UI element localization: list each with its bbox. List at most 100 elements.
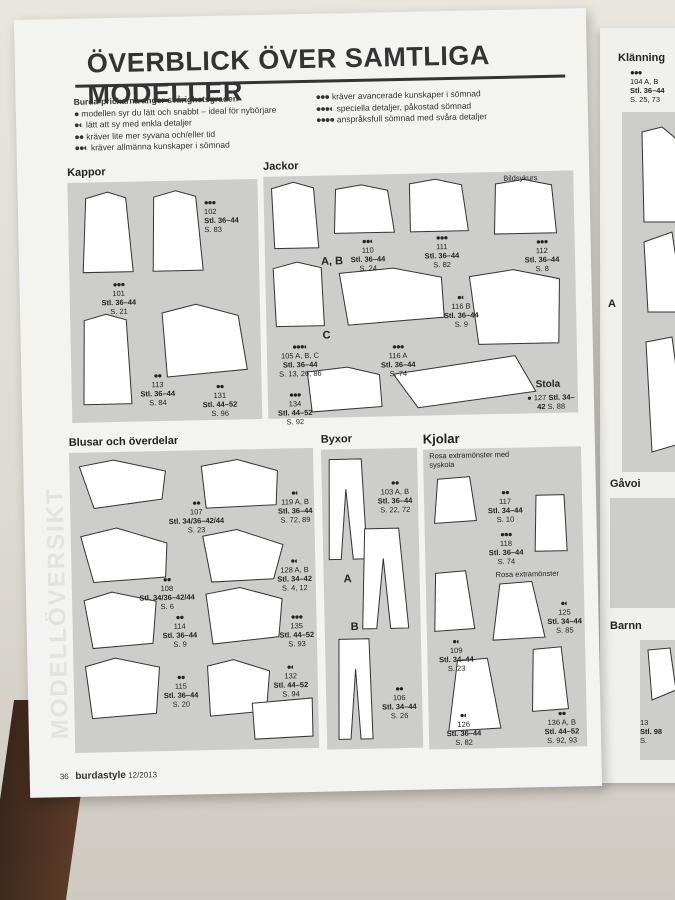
item-number: 107 — [189, 507, 203, 517]
item-size: Stl. 36–44 — [446, 728, 482, 739]
difficulty-dots: ●●● — [290, 612, 303, 622]
item-size: Stl. 98 — [640, 727, 663, 736]
item-page: S. 94 — [282, 689, 300, 699]
item-size: Stl. 36–44 — [350, 254, 386, 265]
item-number: 110 — [361, 245, 374, 255]
section-title-byxor: Byxor — [320, 433, 353, 446]
difficulty-dots: ● — [73, 108, 79, 119]
item-number: 116 A — [388, 350, 408, 361]
jackor-item: ●●● 112 Stl. 36–44 S. 8 — [515, 237, 570, 274]
item-size: Stl. 44–52 — [273, 680, 309, 690]
jackor-panel: Bildsykurs A, B C ●●◐ 110 Stl. 36–44 S. … — [263, 170, 579, 426]
magazine-page: MODELLÖVERSIKT ÖVERBLICK ÖVER SAMTLIGA M… — [13, 8, 603, 798]
section-title-jackor: Jackor — [262, 160, 299, 173]
legend-right: ●●●kräver avancerade kunskaper i sömnad … — [315, 87, 556, 127]
blusar-item: ●●● 135 Stl. 44–52 S. 93 — [276, 612, 317, 649]
item-number: 132 — [284, 671, 298, 681]
difficulty-dots: ●●● — [315, 91, 330, 102]
kappor-panel: ●●● 102 Stl. 36–44 S. 83 ●●● 101 Stl. 36… — [67, 179, 263, 423]
item-size: Stl. 34–44 — [439, 654, 474, 665]
item-size: Stl. 36–44 — [204, 215, 239, 226]
blusar-item: ●● 115 Stl. 36–44 S. 20 — [156, 672, 207, 709]
item-number: 13 — [640, 718, 649, 727]
byxor-item: ●● 103 A, B Stl. 36–44 S. 22, 72 — [372, 478, 419, 515]
item-page: S. 74 — [389, 368, 408, 379]
difficulty-dots: ●◐ — [290, 556, 299, 566]
gavo-panel — [610, 498, 675, 608]
item-page: S. 20 — [172, 699, 191, 709]
byxor-letter-b: B — [350, 620, 359, 634]
item-size: Stl. 36–44 — [524, 254, 560, 265]
item-page: S. 13, 26, 86 — [279, 368, 322, 379]
item-page: S. 6 — [160, 601, 174, 612]
kappor-illustrations — [82, 190, 248, 406]
jackor-note: Bildsykurs — [503, 173, 538, 183]
item-size: Stl. 36–44 — [140, 388, 176, 399]
item-page: S. 23 — [187, 525, 206, 535]
item-number: 109 — [449, 645, 463, 656]
legend-row: ●modellen syr du lätt och snabbt – ideal… — [74, 104, 277, 118]
legend-text: lätt att sy med enkla detaljer — [85, 117, 192, 130]
item-number: 104 A, B — [630, 77, 659, 86]
item-number: 114 — [173, 621, 186, 631]
stola-label: Stola — [535, 378, 561, 391]
legend-text: speciella detaljer, påkostad sömnad — [336, 100, 472, 113]
item-size: Stl. 44–52 — [202, 399, 238, 410]
jackor-item: ● 127 Stl. 34–42 S. 88 — [524, 392, 578, 411]
item-page: S. 9 — [173, 639, 187, 649]
item-number: 102 — [203, 206, 217, 217]
kappor-item: ●●● 102 Stl. 36–44 S. 83 — [204, 197, 255, 234]
item-page: S. 85 — [555, 625, 574, 635]
legend-row: ●◐lätt att sy med enkla detaljer — [74, 117, 192, 129]
item-page: S. 23 — [447, 663, 466, 674]
item-page: S. 9 — [454, 319, 469, 329]
legend-text: anspråksfull sömnad med svåra detaljer — [336, 111, 488, 125]
item-page: S. 92 — [286, 417, 305, 427]
barn-title: Barnn — [610, 620, 642, 632]
item-number: 115 — [174, 681, 187, 691]
item-page: S. 83 — [204, 224, 222, 235]
jackor-item: ●●● 111 Stl. 36–44 S. 82 — [414, 233, 469, 270]
barn-item: 13 Stl. 98 S. — [640, 718, 675, 745]
difficulty-dots: ●◐ — [560, 598, 569, 608]
item-page: S. 92, 93 — [547, 735, 578, 746]
kappor-item: ●●● 101 Stl. 36–44 S. 21 — [91, 279, 146, 316]
byxor-letter-a: A — [343, 573, 352, 586]
byxor-panel: ●● 103 A, B Stl. 36–44 S. 22, 72 A B ●● … — [320, 447, 424, 750]
item-page: S. 25, 73 — [630, 95, 661, 104]
difficulty-dots: ●● — [74, 131, 84, 142]
item-number: 134 — [288, 399, 302, 409]
item-number: 118 — [499, 538, 513, 549]
blusar-item: ●● 107 Stl. 34/36–42/44 S. 23 — [166, 498, 227, 535]
item-size: Stl. 36–44 — [443, 310, 479, 321]
item-size: Stl. 34–44 — [381, 701, 417, 712]
item-page: S. 24 — [359, 263, 378, 273]
item-number: 117 — [499, 496, 512, 507]
item-size: Stl. 34–44 — [487, 505, 523, 516]
item-number: 131 — [213, 390, 227, 400]
klanning-title: Klänning — [618, 52, 666, 64]
jackor-item: ●●● 116 A Stl. 36–44 S. 74 — [371, 342, 426, 379]
item-size: Stl. 36–44 — [162, 630, 198, 641]
blusar-item: ●◐ 119 A, B Stl. 36–44 S. 72, 89 — [276, 488, 315, 525]
item-page: S. 88 — [547, 401, 566, 411]
item-page: S. 72, 89 — [280, 514, 311, 525]
issue-label: 12/2013 — [128, 770, 158, 780]
item-page: S. 21 — [110, 306, 128, 317]
gavo-title: Gåvoi — [610, 478, 641, 490]
blusar-item: ●● 114 Stl. 36–44 S. 9 — [154, 612, 205, 649]
jackor-illustrations — [270, 178, 560, 413]
item-page: S. 82 — [455, 737, 473, 747]
barn-panel — [640, 640, 675, 760]
byxor-illustrations — [328, 458, 410, 740]
item-number: 116 B — [451, 301, 471, 311]
section-title-kappor: Kappor — [67, 166, 106, 179]
jackor-item: ●●●◐ 105 A, B, C Stl. 36–44 S. 13, 26, 8… — [267, 341, 334, 379]
item-page: S. 10 — [496, 514, 515, 525]
item-number: 111 — [435, 242, 448, 252]
item-page: S. — [640, 736, 648, 745]
difficulty-dots: ●●◐ — [74, 142, 89, 153]
item-page: S. 74 — [497, 556, 516, 567]
page-number: 36 — [59, 772, 69, 782]
item-number: 106 — [392, 693, 406, 703]
